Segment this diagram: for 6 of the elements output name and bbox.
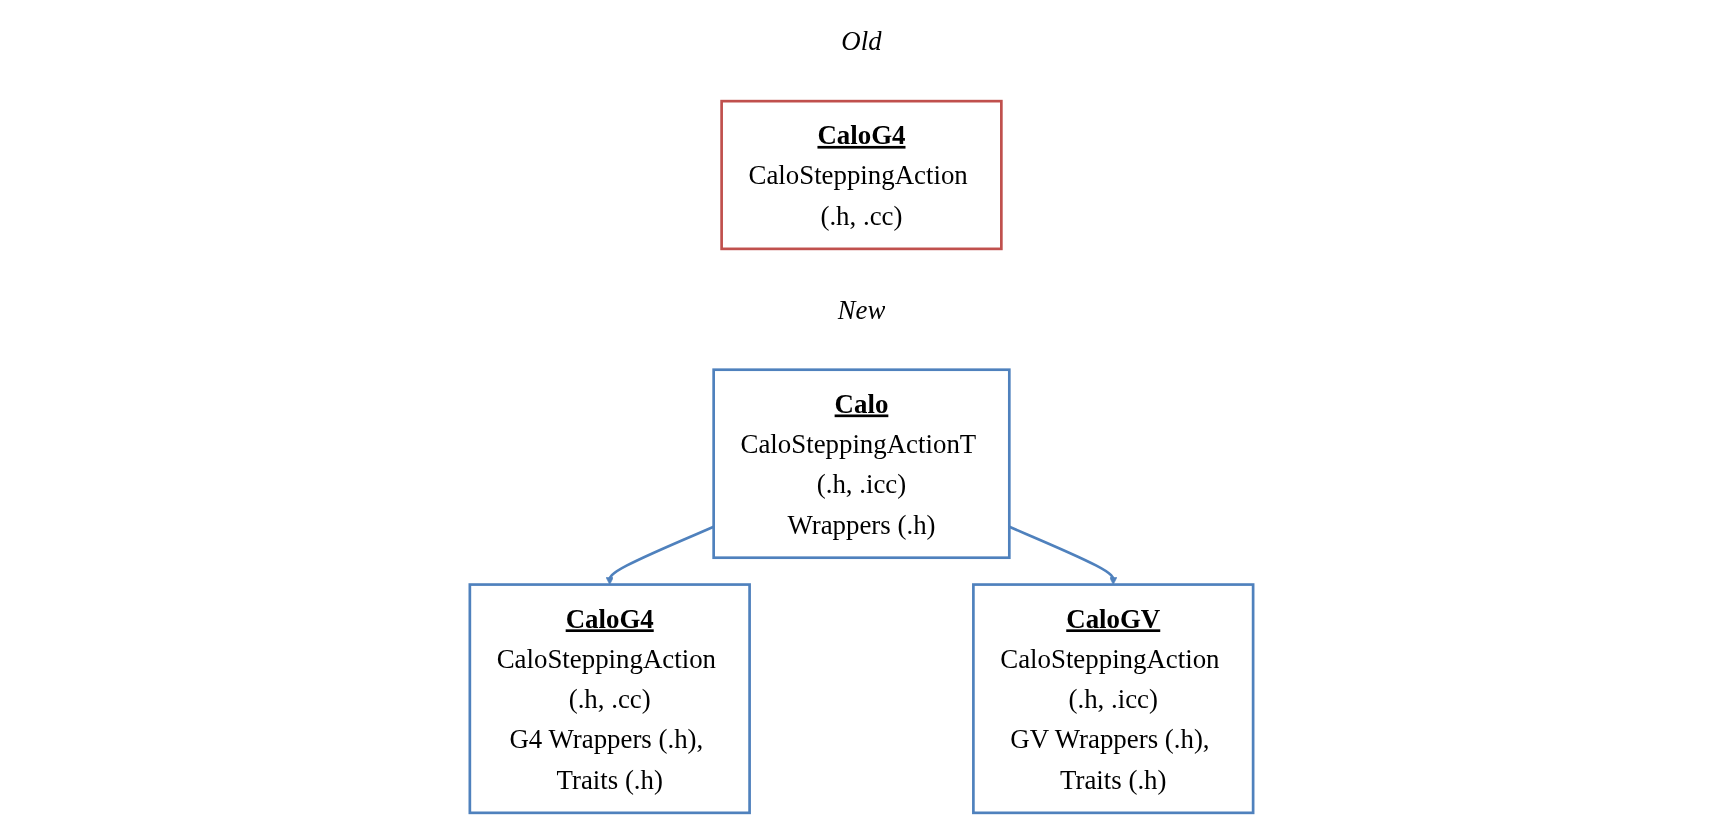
node-box: CaloG4 CaloSteppingAction (.h, .cc) [720, 99, 1003, 251]
node-label: Old [841, 25, 882, 56]
node-box: Calo CaloSteppingActionT (.h, .icc) Wrappers (.h) [712, 368, 1011, 560]
node-box: CaloG4 CaloSteppingAction (.h, .cc) G4 Wrappers (.h), Traits (.h) [468, 583, 751, 815]
node-box: CaloGV CaloSteppingAction (.h, .icc) GV Wrappers (.h), Traits (.h) [972, 583, 1255, 815]
node-label: New [837, 294, 886, 325]
